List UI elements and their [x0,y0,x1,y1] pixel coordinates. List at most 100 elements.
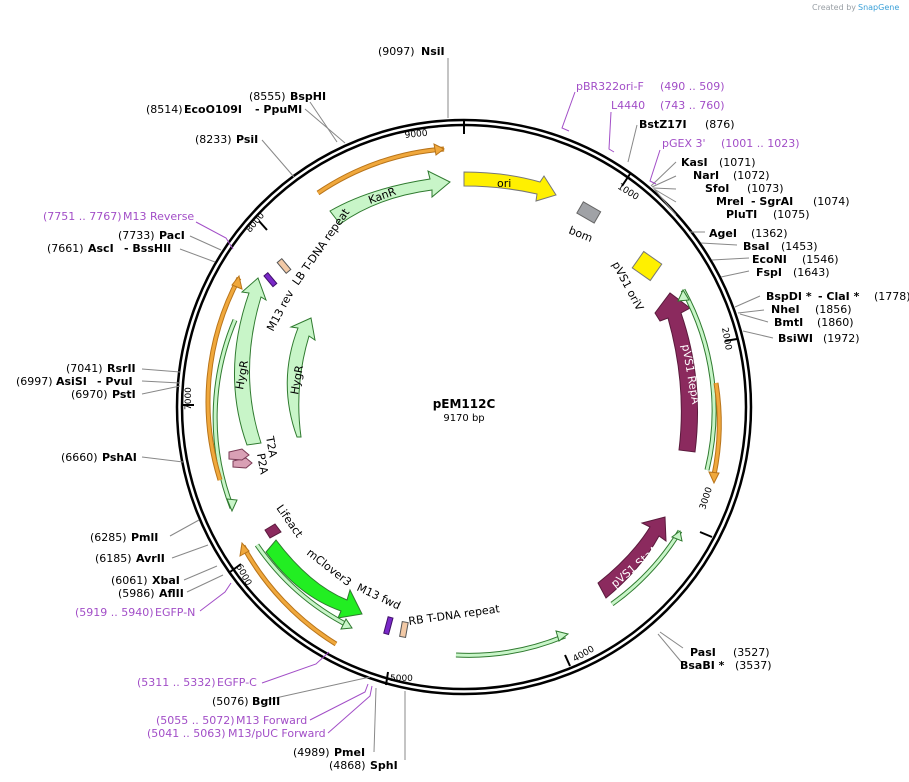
primer-range-m13-puc-forward: (5041 .. 5063) [147,727,226,740]
site-name-asisi: AsiSI [56,375,87,388]
site-extra-pvui: - PvuI [97,375,133,388]
rb-label: RB T-DNA repeat [408,602,502,628]
site-pos-nsii: (9097) [378,45,415,58]
site-pos-pluti: (1075) [773,208,810,221]
bom-label: bom [567,224,595,245]
orange-arc-right-head [708,471,720,485]
orange-arc-top [317,147,445,195]
green-arc-left-head [226,498,238,513]
site-name-pmli: PmlI [131,531,158,544]
m13fwd-box [383,616,394,636]
site-pos-bsabi: (3537) [735,659,772,672]
site-name-kasi: KasI [681,156,708,169]
site-name-pluti: PluTI [726,208,757,221]
tick-label-7000: 7000 [184,387,194,410]
green-arc-mclover-head [340,618,353,630]
primer-name-pbr322ori-f: pBR322ori-F [576,80,644,93]
tick-label-5000: 5000 [390,674,413,684]
primer-name-egfp-n: EGFP-N [155,606,195,619]
p2a-label: P2A [254,452,271,476]
site-pos-xbai: (6061) [111,574,148,587]
primer-name-m13-reverse: M13 Reverse [123,210,194,223]
ori-label: ori [497,177,511,190]
site-name-bsiwi: BsiWI [778,332,813,345]
site-name-pasi: PasI [690,646,716,659]
green-arc-mclover [255,544,350,628]
green-arc-right [681,289,716,471]
site-name-psti: PstI [112,388,136,401]
rb-box [399,621,409,638]
site-pos-fspi: (1643) [793,266,830,279]
site-pos-bsiwi: (1972) [823,332,860,345]
primer-name-m13-puc-forward: M13/pUC Forward [228,727,326,740]
pvs1-staa-arrow [597,516,667,599]
site-name-fspi: FspI [756,266,782,279]
site-name-aflii: AflII [159,587,184,600]
primer-range-m13-reverse: (7751 .. 7767) [43,210,122,223]
primer-range-egfp-n: (5919 .. 5940) [75,606,154,619]
site-pos-sfoi: (1073) [747,182,784,195]
tick-marks [181,120,738,686]
site-pos-bsphi: (8555) [249,90,286,103]
plasmid-name: pEM112C [433,397,496,411]
site-pos-pmli: (6285) [90,531,127,544]
bom-box [576,201,602,224]
site-pos-ecoo109i: (8514) [146,103,183,116]
lifeact-label: Lifeact [274,502,306,540]
site-name-ecoo109i: EcoO109I [184,103,242,116]
mclover3-arrow [265,539,363,619]
site-name-econi: EcoNI [752,253,787,266]
site-pos-asci: (7661) [47,242,84,255]
tick-label-3000: 3000 [698,486,715,511]
primer-range-l4440: (743 .. 760) [660,99,725,112]
lifeact-box [264,523,282,539]
primer-name-egfp-c: EGFP-C [217,676,257,689]
green-arc-right-head [677,288,690,302]
site-pos-kasi: (1071) [719,156,756,169]
t2a-label: T2A [263,434,280,459]
primer-name-m13-forward: M13 Forward [236,714,307,727]
site-name-bsabi: BsaBI * [680,659,725,672]
site-pos-nhei: (1856) [815,303,852,316]
site-pos-agei: (1362) [751,227,788,240]
site-pos-bmti: (1860) [817,316,854,329]
credit-prefix: Created by [812,3,856,12]
site-pos-psii: (8233) [195,133,232,146]
site-name-nsii: NsiI [421,45,445,58]
site-pos-aflii: (5986) [118,587,155,600]
site-pos-bspdi: (1778) [874,290,909,303]
site-pos-mrei: (1074) [813,195,850,208]
orange-arc-top-head [433,143,445,156]
site-pos-bsai: (1453) [781,240,818,253]
m13rev-box [263,272,278,288]
site-extra-sgrai: - SgrAI [751,195,793,208]
lb-label: LB T-DNA repeat [290,206,353,288]
pvs1-repa-arrow [654,292,698,453]
lb-box [276,258,292,274]
t2a-arrow [228,448,250,461]
site-extra-bsshii: - BssHII [124,242,171,255]
green-arc-staa-head [670,530,683,542]
site-name-psii: PsiI [236,133,258,146]
site-name-asci: AscI [88,242,114,255]
orange-arc-bottom-left [241,545,337,646]
orange-arc-bottom-left-head [239,541,250,557]
site-name-bglii: BglII [252,695,280,708]
orange-arc-left [206,277,241,481]
site-pos-bglii: (5076) [212,695,249,708]
kanr-arrow [329,170,451,225]
site-name-xbai: XbaI [152,574,180,587]
site-name-sphi: SphI [370,759,398,772]
primer-leaders [195,91,661,734]
site-pos-pmei: (4989) [293,746,330,759]
hygr-outer-arrow [234,277,267,446]
ori-arrow [463,171,557,202]
site-name-paci: PacI [159,229,185,242]
site-pos-pshai: (6660) [61,451,98,464]
site-name-bmti: BmtI [774,316,803,329]
site-name-mrei: MreI [716,195,744,208]
site-name-bstz17i: BstZ17I [639,118,687,131]
tick-label-8000: 8000 [245,211,268,235]
tick-label-2000: 2000 [719,327,733,352]
